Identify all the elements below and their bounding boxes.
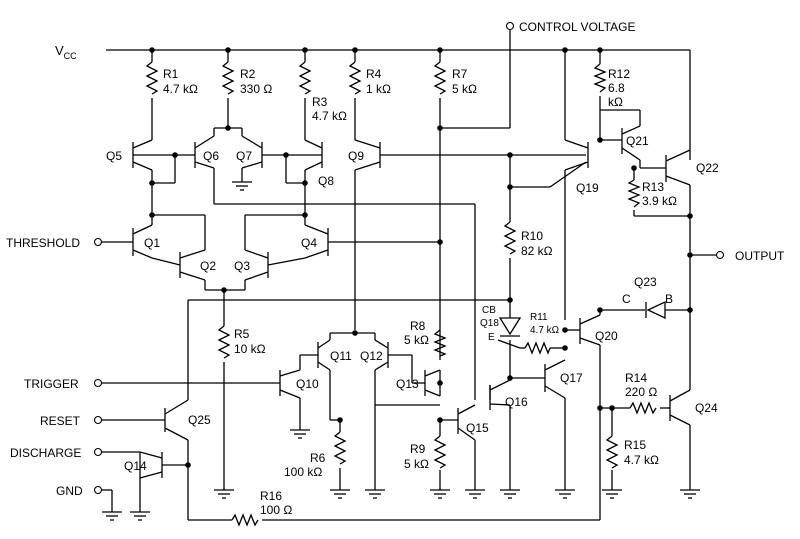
r10-value: 82 kΩ [521, 244, 553, 258]
q11-label: Q11 [330, 349, 352, 363]
ground-q17 [555, 489, 575, 499]
vcc-label: VCC [55, 43, 77, 61]
r6-name: R6 [310, 451, 326, 465]
labels: VCC CONTROL VOLTAGE THRESHOLD TRIGGER RE… [6, 20, 785, 517]
r1-name: R1 [163, 67, 179, 81]
q23-c-label: C [622, 292, 631, 306]
q8-label: Q8 [318, 174, 334, 188]
r9-name: R9 [410, 442, 426, 456]
q10-label: Q10 [296, 377, 319, 391]
q24-label: Q24 [695, 401, 718, 415]
r4-name: R4 [366, 67, 382, 81]
q22-label: Q22 [696, 161, 719, 175]
q6-label: Q6 [203, 149, 219, 163]
junctions [149, 47, 693, 468]
diode-symbols [497, 300, 666, 349]
r12-value2: kΩ [608, 95, 623, 109]
r16-value: 100 Ω [260, 503, 292, 517]
r3-value: 4.7 kΩ [312, 109, 347, 123]
terminals [93, 21, 725, 495]
r4-value: 1 kΩ [366, 82, 391, 96]
r15-name: R15 [624, 438, 646, 452]
q4-label: Q4 [301, 236, 317, 250]
q25-label: Q25 [188, 413, 211, 427]
q1-label: Q1 [144, 236, 160, 250]
r16-name: R16 [260, 489, 282, 503]
r2-name: R2 [240, 67, 256, 81]
gnd-label: GND [56, 484, 83, 498]
ground-r5 [214, 489, 234, 499]
r9-value: 5 kΩ [404, 457, 429, 471]
control-voltage-label: CONTROL VOLTAGE [519, 20, 635, 34]
q13-label: Q13 [396, 377, 419, 391]
ground-symbols [102, 180, 700, 521]
r8-name: R8 [410, 319, 426, 333]
r13-name: R13 [642, 180, 664, 194]
r14-value: 220 Ω [625, 385, 657, 399]
q23-b-label: B [665, 292, 673, 306]
r7-name: R7 [452, 67, 468, 81]
r5-name: R5 [234, 327, 250, 341]
r6-value: 100 kΩ [284, 465, 322, 479]
transistor-symbols [132, 109, 691, 479]
ground-q15 [465, 489, 485, 499]
r12-name: R12 [608, 67, 630, 81]
r15-value: 4.7 kΩ [624, 453, 659, 467]
r10-name: R10 [521, 229, 543, 243]
q3-label: Q3 [234, 259, 250, 273]
resistor-symbols [145, 61, 657, 527]
discharge-label: DISCHARGE [10, 446, 81, 460]
q23-label: Q23 [634, 275, 657, 289]
r2-value: 330 Ω [240, 82, 272, 96]
q9-label: Q9 [348, 149, 364, 163]
r11-name: R11 [530, 312, 548, 323]
q21-label: Q21 [626, 134, 649, 148]
r12-value: 6.8 [608, 81, 625, 95]
trigger-label: TRIGGER [24, 377, 79, 391]
q18-cb-label: CB [482, 305, 496, 316]
q12-label: Q12 [360, 349, 383, 363]
q15-label: Q15 [466, 421, 489, 435]
ground-q12 [365, 489, 385, 499]
r1-value: 4.7 kΩ [163, 82, 198, 96]
ground-q10 [290, 429, 310, 439]
r11-value: 4.7 kΩ [530, 325, 560, 336]
q18-label: Q18 [480, 318, 499, 329]
output-label: OUTPUT [735, 249, 785, 263]
q14-label: Q14 [124, 459, 147, 473]
ground-q16 [500, 489, 520, 499]
ground-r15 [602, 489, 622, 499]
q18-e-label: E [488, 332, 495, 343]
q17-label: Q17 [560, 371, 583, 385]
q2-label: Q2 [200, 259, 216, 273]
r13-value: 3.9 kΩ [642, 194, 677, 208]
r5-value: 10 kΩ [234, 342, 266, 356]
r7-value: 5 kΩ [452, 82, 477, 96]
r14-name: R14 [625, 371, 647, 385]
q7-label: Q7 [236, 149, 252, 163]
ground-gnd [102, 511, 122, 521]
q19-label: Q19 [576, 181, 599, 195]
ground-q7 [232, 180, 252, 191]
r3-name: R3 [312, 95, 328, 109]
wires [102, 30, 716, 521]
threshold-label: THRESHOLD [6, 236, 80, 250]
ground-r9 [430, 489, 450, 499]
q5-label: Q5 [106, 149, 122, 163]
q20-label: Q20 [595, 329, 618, 343]
reset-label: RESET [40, 414, 81, 428]
ground-q14 [130, 511, 150, 521]
q16-label: Q16 [505, 395, 528, 409]
ground-q24 [680, 489, 700, 499]
r8-value: 5 kΩ [404, 333, 429, 347]
ground-r6 [330, 489, 350, 499]
